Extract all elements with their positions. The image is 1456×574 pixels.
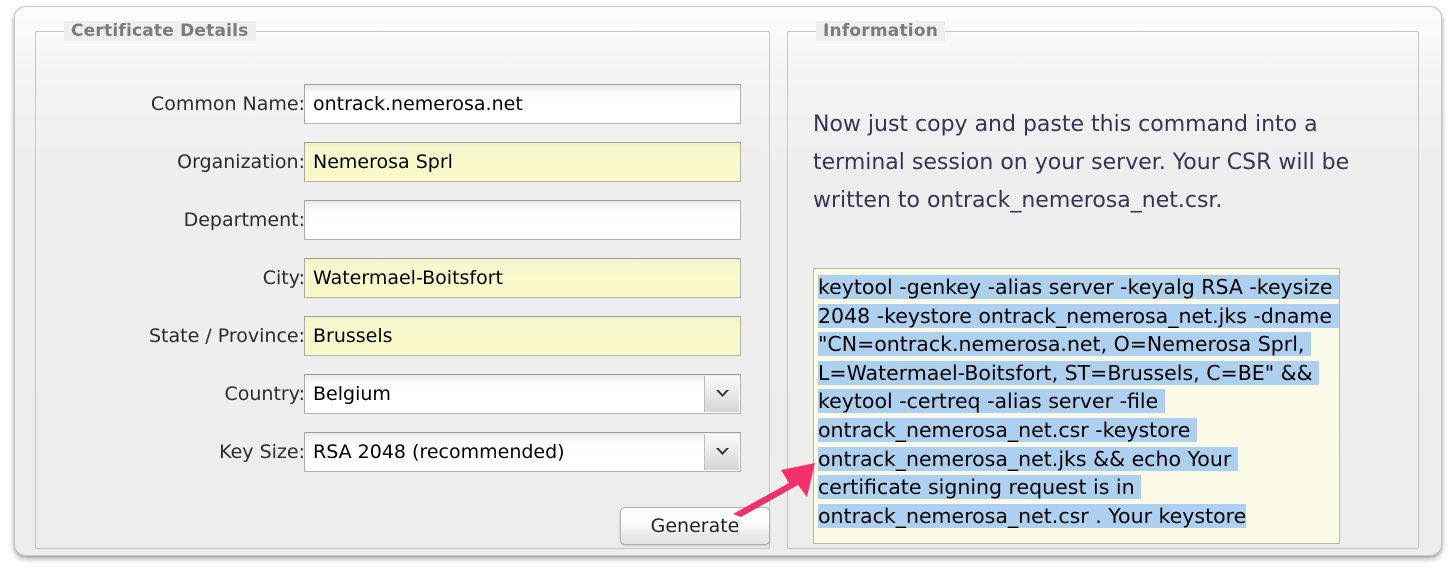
label-state-province: State / Province: — [148, 325, 305, 347]
label-key-size: Key Size: — [219, 441, 305, 463]
chevron-down-icon[interactable] — [704, 434, 739, 470]
command-text: keytool -genkey -alias server -keyalg RS… — [818, 273, 1339, 530]
select-key-size-value: RSA 2048 (recommended) — [313, 441, 565, 463]
input-organization[interactable]: Nemerosa Sprl — [304, 142, 741, 182]
label-department: Department: — [183, 209, 305, 231]
command-selection: keytool -genkey -alias server -keyalg RS… — [818, 275, 1339, 528]
command-textarea[interactable]: keytool -genkey -alias server -keyalg RS… — [813, 268, 1340, 544]
field-row-country: Country: Belgium — [36, 374, 769, 414]
field-row-state-province: State / Province: Brussels — [36, 316, 769, 356]
field-row-organization: Organization: Nemerosa Sprl — [36, 142, 769, 182]
input-common-name[interactable]: ontrack.nemerosa.net — [304, 84, 741, 124]
label-country: Country: — [224, 383, 306, 405]
select-country-value: Belgium — [313, 383, 391, 405]
certificate-details-panel: Certificate Details Common Name: ontrack… — [35, 21, 770, 549]
input-city[interactable]: Watermael-Boitsfort — [304, 258, 741, 298]
input-state-province[interactable]: Brussels — [304, 316, 741, 356]
information-panel: Information Now just copy and paste this… — [787, 21, 1419, 549]
label-city: City: — [262, 267, 305, 289]
generate-button[interactable]: Generate — [620, 507, 770, 545]
label-common-name: Common Name: — [150, 93, 305, 115]
field-row-common-name: Common Name: ontrack.nemerosa.net — [36, 84, 769, 124]
field-row-key-size: Key Size: RSA 2048 (recommended) — [36, 432, 769, 472]
select-key-size[interactable]: RSA 2048 (recommended) — [304, 432, 741, 472]
input-department[interactable] — [304, 200, 741, 240]
information-legend: Information — [816, 21, 946, 41]
field-row-city: City: Watermael-Boitsfort — [36, 258, 769, 298]
field-row-department: Department: — [36, 200, 769, 240]
chevron-down-icon[interactable] — [704, 376, 739, 412]
select-country[interactable]: Belgium — [304, 374, 741, 414]
label-organization: Organization: — [177, 151, 305, 173]
information-paragraph: Now just copy and paste this command int… — [813, 112, 1350, 213]
certificate-details-legend: Certificate Details — [64, 21, 256, 41]
app-window: Certificate Details Common Name: ontrack… — [14, 6, 1442, 556]
